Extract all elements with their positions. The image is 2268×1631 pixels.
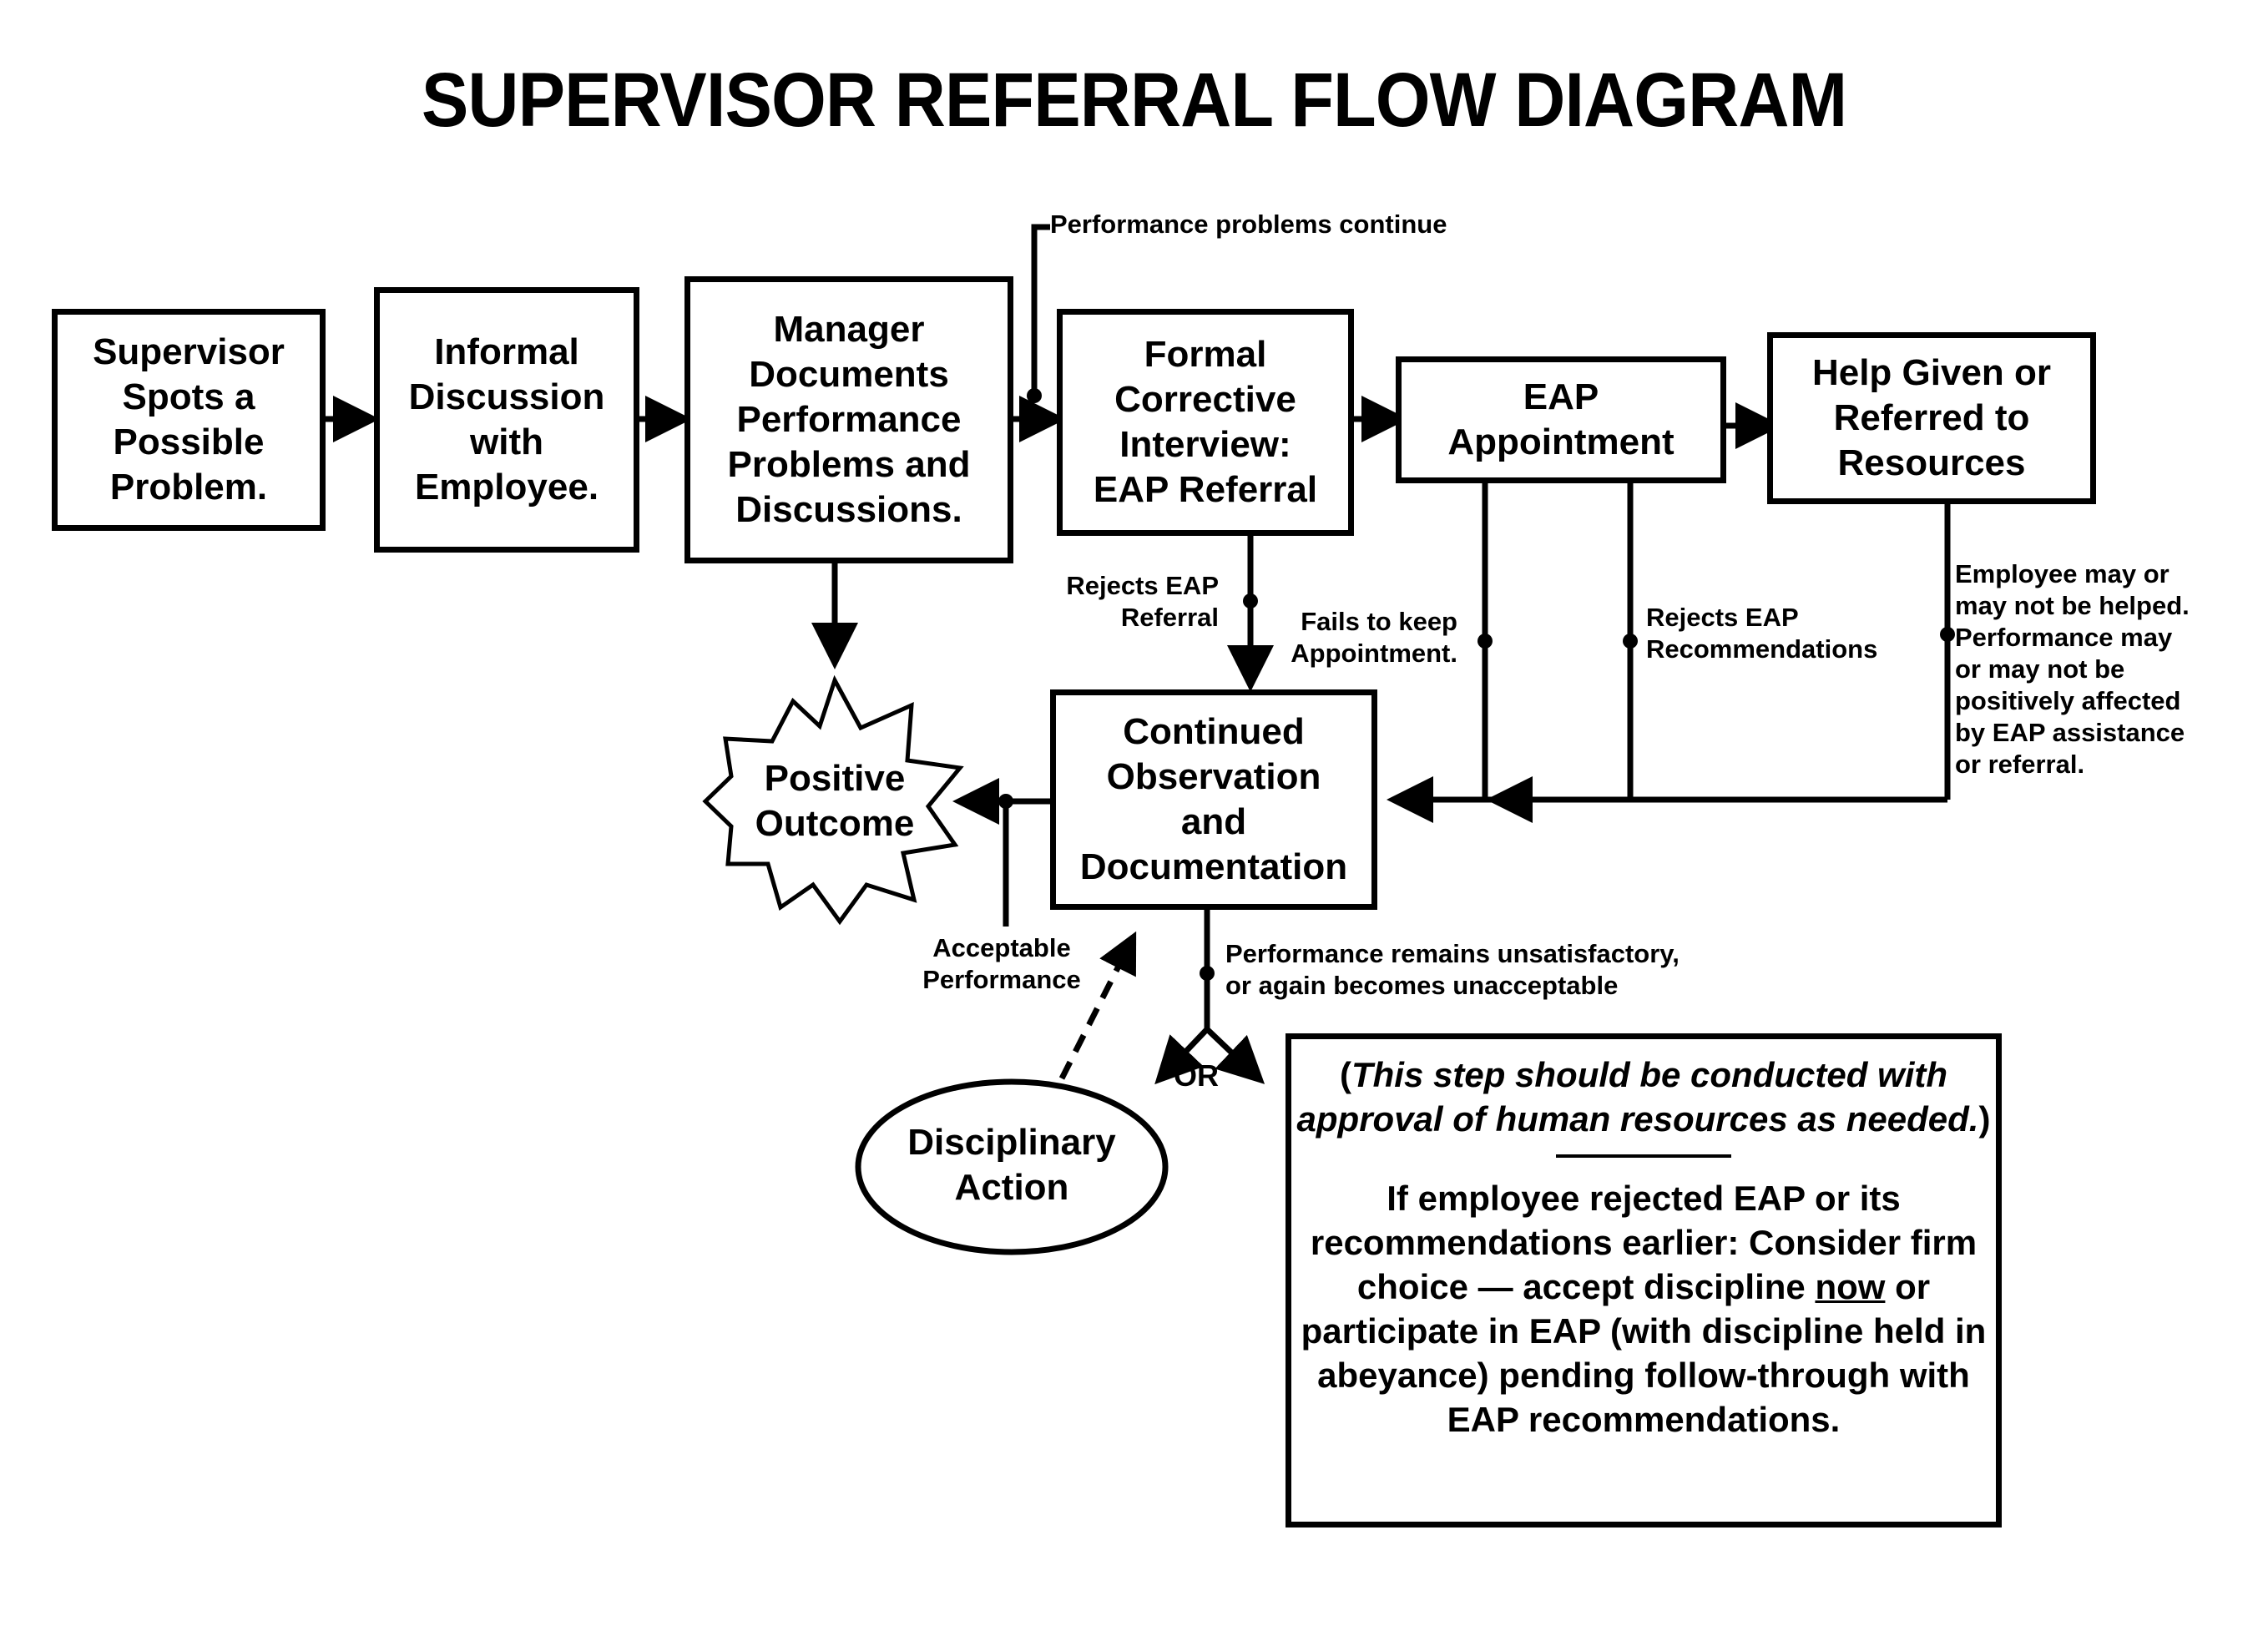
label-or: OR [1174,1058,1219,1093]
box-manager-documents: Manager Documents Performance Problems a… [684,276,1013,563]
note-italic-text: This step should be conducted with appro… [1296,1055,1979,1139]
label-remains-unsatisfactory: Performance remains unsatisfactory, or a… [1225,939,1680,1000]
page-title: SUPERVISOR REFERRAL FLOW DIAGRAM [421,58,1847,143]
box-supervisor-spots-problem: Supervisor Spots a Possible Problem. [52,309,326,531]
disciplinary-action-label: Disciplinary Action [907,1122,1116,1208]
box-help-given: Help Given or Referred to Resources [1767,332,2096,504]
arrow-or-right [1205,1027,1265,1084]
dot-employee-may [1940,627,1955,642]
note-italic-line: (This step should be conducted with appr… [1291,1053,1996,1141]
hr-approval-note: (This step should be conducted with appr… [1286,1033,2002,1527]
dot-acceptable [998,794,1013,809]
note-body-after: or participate in EAP (with discipline h… [1301,1267,1987,1439]
dot-rejects-referral [1243,593,1258,608]
label-acceptable-performance: Acceptable Performance [922,933,1081,994]
dot-remains-unsatisfactory [1200,966,1215,981]
box-eap-label: EAP Appointment [1447,376,1674,462]
note-open-paren: ( [1339,1055,1351,1094]
dot-fails-appointment [1477,634,1493,649]
note-close-paren: ) [1978,1099,1991,1139]
junction-dots [998,388,1955,981]
box-formal-interview: Formal Corrective Interview: EAP Referra… [1057,309,1354,536]
disciplinary-action-ellipse [855,1078,1169,1255]
label-performance-continue: Performance problems continue [1050,210,1447,239]
note-body-underlined: now [1815,1267,1886,1306]
note-body: If employee rejected EAP or its recommen… [1291,1176,1996,1442]
box-informal-discussion: Informal Discussion with Employee. [374,287,639,553]
positive-outcome-label: Positive Outcome [755,758,915,844]
arrow-or-left [1154,1027,1210,1085]
dot-performance-continue [1027,388,1042,403]
positive-outcome-starburst [702,674,964,926]
box-manager-label: Manager Documents Performance Problems a… [727,309,971,530]
box-eap-appointment: EAP Appointment [1396,356,1726,483]
box-continued-observation: Continued Observation and Documentation [1050,689,1377,910]
label-rejects-recommendations: Rejects EAP Recommendations [1646,603,1878,664]
note-body-before: If employee rejected EAP or its recommen… [1310,1179,1978,1306]
performance-continue-line [1031,224,1050,396]
box-help-label: Help Given or Referred to Resources [1811,352,2052,483]
label-rejects-referral: Rejects EAP Referral [1066,571,1219,632]
box-informal-label: Informal Discussion with Employee. [408,331,605,507]
box-supervisor-label: Supervisor Spots a Possible Problem. [93,331,285,507]
label-fails-appointment: Fails to keep Appointment. [1291,607,1457,668]
label-employee-may: Employee may or may not be helped. Perfo… [1955,559,2190,779]
box-formal-label: Formal Corrective Interview: EAP Referra… [1093,334,1318,510]
arrow-disciplinary-dashed [1058,931,1137,1080]
dot-rejects-recommendations [1623,634,1638,649]
box-continued-label: Continued Observation and Documentation [1079,711,1348,887]
note-divider [1556,1154,1731,1158]
